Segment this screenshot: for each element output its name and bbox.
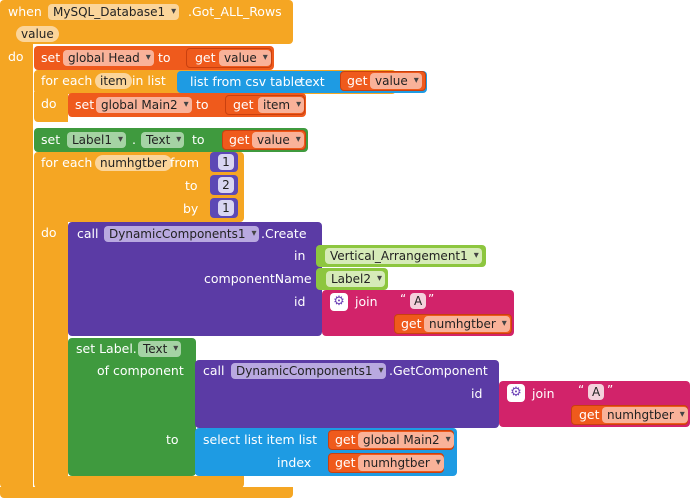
get-var-dropdown-value[interactable]: value bbox=[219, 50, 271, 66]
event-do-label: do bbox=[8, 49, 24, 64]
to-label: to bbox=[196, 97, 209, 112]
number-by-value[interactable]: 1 bbox=[218, 200, 234, 216]
csv-table-label: list from csv table bbox=[190, 74, 302, 89]
open-quote-icon: “ bbox=[400, 292, 407, 306]
event-name-label: .Got_ALL_Rows bbox=[188, 4, 282, 19]
for-each-do-label: do bbox=[41, 96, 57, 111]
select-list-item-label: select list item list bbox=[203, 432, 318, 447]
event-block-bottom bbox=[0, 487, 293, 498]
event-component-dropdown[interactable]: MySQL_Database1 bbox=[48, 4, 180, 20]
from-label: from bbox=[170, 155, 200, 170]
get-var-dropdown-value[interactable]: value bbox=[252, 132, 304, 148]
variable-dropdown-global-head[interactable]: global Head bbox=[63, 50, 154, 66]
for-each-label: for each bbox=[41, 73, 93, 88]
text-literal-a[interactable]: A bbox=[588, 384, 605, 400]
property-dropdown-text[interactable]: Text bbox=[138, 341, 182, 357]
get-component-method-label: .GetComponent bbox=[389, 363, 488, 378]
get-label: get bbox=[335, 455, 356, 470]
component-dropdown-dynamiccomponents1[interactable]: DynamicComponents1 bbox=[104, 226, 260, 242]
component-dropdown-vertical-arrangement1[interactable]: Vertical_Arrangement1 bbox=[325, 248, 482, 264]
for-each-number-spine bbox=[34, 218, 68, 480]
id-label: id bbox=[294, 294, 306, 309]
get-var-dropdown-numhgtber[interactable]: numhgtber bbox=[358, 455, 444, 471]
to-label: to bbox=[158, 50, 171, 65]
get-var-dropdown-global-main2[interactable]: global Main2 bbox=[358, 432, 454, 448]
in-list-label: in list bbox=[132, 73, 166, 88]
variable-dropdown-global-main2[interactable]: global Main2 bbox=[96, 97, 192, 113]
join-label: join bbox=[532, 386, 555, 401]
for-each-label: for each bbox=[41, 155, 93, 170]
open-quote-icon: “ bbox=[578, 383, 585, 397]
get-var-dropdown-item[interactable]: item bbox=[258, 97, 305, 113]
component-name-label: componentName bbox=[204, 271, 312, 286]
by-label: by bbox=[183, 201, 199, 216]
call-label: call bbox=[203, 363, 225, 378]
set-label-generic: set Label. bbox=[76, 341, 137, 356]
set-label: set bbox=[41, 50, 61, 65]
get-var-dropdown-numhgtber[interactable]: numhgtber bbox=[602, 407, 688, 423]
close-quote-icon: ” bbox=[428, 292, 435, 306]
number-to-value[interactable]: 2 bbox=[218, 177, 234, 193]
close-quote-icon: ” bbox=[607, 383, 614, 397]
get-label: get bbox=[335, 432, 356, 447]
event-param-value[interactable]: value bbox=[16, 26, 59, 42]
gear-icon[interactable]: ⚙ bbox=[507, 384, 525, 402]
component-dropdown-dynamiccomponents1[interactable]: DynamicComponents1 bbox=[231, 363, 387, 379]
create-method-label: .Create bbox=[261, 226, 307, 241]
loop-var-item[interactable]: item bbox=[95, 73, 133, 89]
join-label: join bbox=[355, 294, 378, 309]
to-label: to bbox=[192, 132, 205, 147]
dot-label: . bbox=[132, 132, 136, 147]
event-block-spine bbox=[0, 40, 33, 488]
to-label: to bbox=[185, 178, 198, 193]
property-dropdown-text[interactable]: Text bbox=[141, 132, 185, 148]
loop-var-numhgtber[interactable]: numhgtber bbox=[95, 155, 172, 171]
set-any-label-text-block[interactable] bbox=[68, 338, 196, 476]
get-label: get bbox=[195, 50, 216, 65]
get-var-dropdown-numhgtber[interactable]: numhgtber bbox=[424, 316, 510, 332]
index-label: index bbox=[277, 455, 312, 470]
of-component-label: of component bbox=[97, 363, 184, 378]
component-dropdown-label2[interactable]: Label2 bbox=[326, 271, 386, 287]
when-label: when bbox=[8, 4, 42, 19]
for-each-do-label: do bbox=[41, 225, 57, 240]
component-dropdown-label1[interactable]: Label1 bbox=[67, 132, 127, 148]
get-label: get bbox=[579, 407, 600, 422]
text-literal-a[interactable]: A bbox=[410, 293, 427, 309]
in-label: in bbox=[294, 248, 306, 263]
for-each-item-spine bbox=[34, 92, 68, 122]
get-label: get bbox=[233, 97, 254, 112]
gear-icon[interactable]: ⚙ bbox=[330, 293, 348, 311]
for-each-number-bottom bbox=[34, 476, 244, 488]
csv-text-label: text bbox=[300, 74, 325, 89]
number-from-value[interactable]: 1 bbox=[218, 154, 234, 170]
get-label: get bbox=[401, 316, 422, 331]
id-label: id bbox=[471, 386, 483, 401]
call-label: call bbox=[77, 226, 99, 241]
get-label: get bbox=[347, 73, 368, 88]
set-label: set bbox=[75, 97, 95, 112]
get-label: get bbox=[229, 132, 250, 147]
get-var-dropdown-value[interactable]: value bbox=[370, 73, 422, 89]
to-label: to bbox=[166, 432, 179, 447]
set-label: set bbox=[41, 132, 61, 147]
